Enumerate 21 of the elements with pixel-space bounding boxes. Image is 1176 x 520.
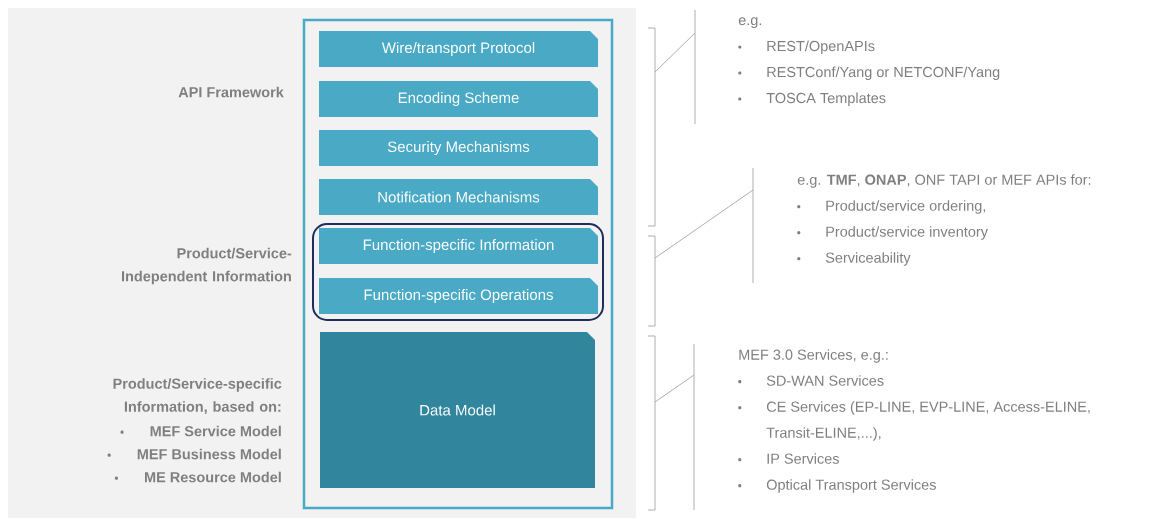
layer-box: Function-specific Information <box>319 228 598 264</box>
layer-box: Notification Mechanisms <box>319 179 598 215</box>
leader-line <box>654 32 696 73</box>
layer-box: Wire/transport Protocol <box>319 31 598 67</box>
data-model-box: Data Model <box>320 332 595 488</box>
stack-frame <box>302 18 614 510</box>
example-list: e.g. TMF, ONAP, ONF TAPI or MEF APIs for: Product/service ordering, Product/service inventory Serviceability <box>797 174 1091 266</box>
example-list: e.g. REST/OpenAPIs RESTConf/Yang or NETCONF/Yang TOSCA Templates <box>738 17 1000 106</box>
leader-line <box>654 189 754 259</box>
layer-label: API Framework <box>178 86 284 98</box>
layer-label: ME Resource Model <box>114 471 281 483</box>
group-outline <box>312 223 604 321</box>
example-list: MEF 3.0 Services, e.g.: SD-WAN Services CE Services (EP-LINE, EVP-LINE, Access-ELINE, Transit-ELINE,...), IP Services Optical Transport Services <box>738 349 1090 493</box>
layer-label: Product/Service-specific Information, based on: <box>113 378 282 414</box>
leader-line <box>654 374 695 403</box>
layer-box: Encoding Scheme <box>319 81 598 117</box>
layer-box: Security Mechanisms <box>319 130 598 166</box>
layer-label: MEF Business Model <box>107 448 281 460</box>
layer-label: MEF Service Model <box>120 425 281 437</box>
layer-box: Function-specific Operations <box>319 278 598 314</box>
layer-label: Product/Service-Independent Information <box>122 247 292 285</box>
